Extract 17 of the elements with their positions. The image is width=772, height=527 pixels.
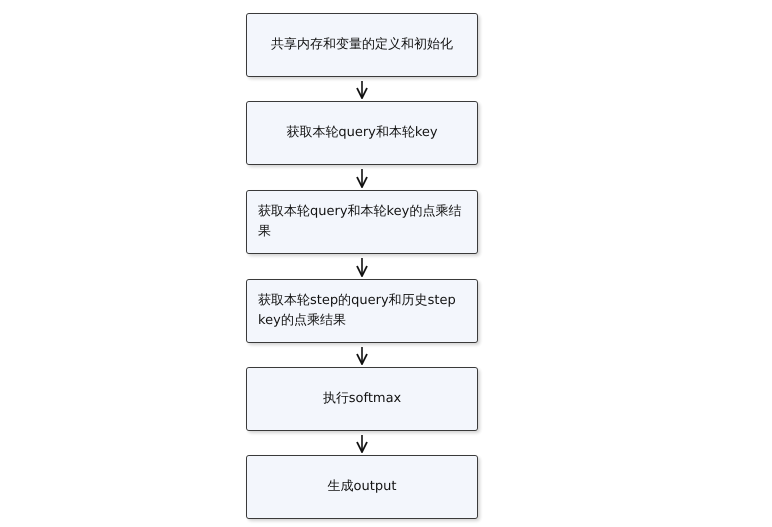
step-text: 获取本轮step的query和历史step key的点乘结果 bbox=[258, 292, 457, 330]
process-box bbox=[246, 190, 478, 254]
arrow bbox=[356, 169, 368, 188]
process-box bbox=[246, 279, 478, 343]
process-box bbox=[246, 455, 478, 519]
process-box bbox=[246, 367, 478, 431]
process-box bbox=[246, 101, 478, 165]
arrow bbox=[356, 81, 368, 99]
step-text: 共享内存和变量的定义和初始化 bbox=[271, 36, 453, 54]
process-box bbox=[246, 13, 478, 77]
step-text: 生成output bbox=[328, 478, 396, 496]
arrow bbox=[356, 347, 368, 365]
arrow bbox=[356, 435, 368, 453]
arrow bbox=[356, 258, 368, 277]
step-text: 执行softmax bbox=[322, 390, 402, 408]
step-text: 获取本轮query和本轮key bbox=[286, 124, 438, 142]
step-text: 获取本轮query和本轮key的点乘结果 bbox=[258, 202, 462, 241]
